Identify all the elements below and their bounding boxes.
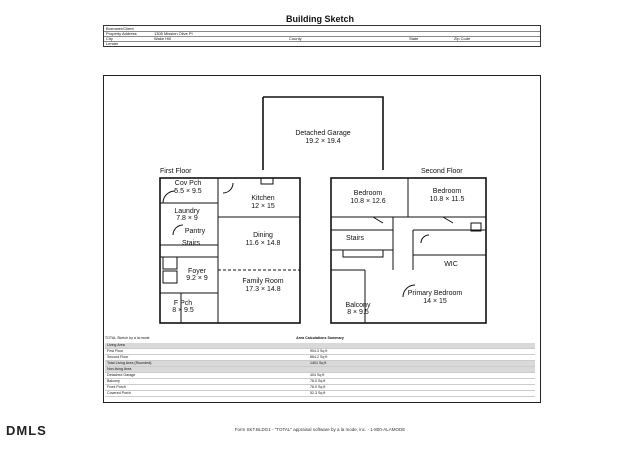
header-label: Lender xyxy=(106,41,119,46)
room-dims: 8 × 9.5 xyxy=(172,307,194,314)
room-dims: 5.5 × 9.5 xyxy=(174,188,202,195)
area-summary-table: TOTAL Sketch by a la mode Area Calculati… xyxy=(105,336,535,398)
room-name: Primary Bedroom xyxy=(408,290,463,297)
summary-row: Non-living Area xyxy=(105,367,535,373)
room-name: Detached Garage xyxy=(295,130,350,137)
summary-value: 864.2 Sq ft xyxy=(310,355,328,359)
summary-row: Balcony 76.0 Sq ft xyxy=(105,379,535,385)
first-floor-label: First Floor xyxy=(160,168,192,175)
header-row-borrower: Borrower/Client xyxy=(104,26,540,32)
summary-row: Covered Porch 52.3 Sq ft xyxy=(105,391,535,397)
room-dims: 10.8 × 12.6 xyxy=(350,198,385,205)
room-name: Dining xyxy=(253,232,273,239)
room-name: F Pch xyxy=(174,300,192,307)
room-name: Family Room xyxy=(242,278,283,285)
room-name: Stairs xyxy=(346,235,364,242)
room-name: Foyer xyxy=(188,268,207,275)
summary-title: Area Calculations Summary xyxy=(296,336,344,340)
room-name: Stairs xyxy=(182,240,200,247)
summary-value: 904.3 Sq ft xyxy=(310,349,328,353)
summary-label: Detached Garage xyxy=(107,373,136,377)
summary-label: Total Living Area (Rounded): xyxy=(107,361,153,365)
header-zip-label: Zip Code xyxy=(454,36,471,41)
floor-plan-drawing: First Floor Second Floor Detached Garage… xyxy=(159,96,487,324)
summary-row: Total Living Area (Rounded): 1401 Sq ft xyxy=(105,361,535,367)
room-dims: 11.6 × 14.8 xyxy=(246,240,281,247)
room-dims: 12 × 15 xyxy=(251,203,275,210)
summary-row: Living Area xyxy=(105,343,535,349)
first-floor-outline xyxy=(159,177,301,324)
subject-header-table: Borrower/Client Property Address 1305 Mi… xyxy=(103,25,541,47)
room-dims: 19.2 × 19.4 xyxy=(305,138,340,145)
room-dims: 17.3 × 14.8 xyxy=(245,286,280,293)
summary-label: Front Porch xyxy=(107,385,126,389)
summary-value: 404 Sq ft xyxy=(310,373,325,377)
room-name: Bedroom xyxy=(433,188,462,195)
room-dims: 10.8 × 11.5 xyxy=(430,196,465,203)
summary-value: 76.0 Sq ft xyxy=(310,379,326,383)
room-dims: 7.8 × 9 xyxy=(176,215,198,222)
summary-label: Living Area xyxy=(107,343,125,347)
header-value: Wake Hill xyxy=(154,36,171,41)
header-county-label: County xyxy=(289,36,302,41)
sketch-note: TOTAL Sketch by a la mode xyxy=(105,336,150,340)
summary-row: First Floor 904.3 Sq ft xyxy=(105,349,535,355)
header-state-label: State xyxy=(409,36,419,41)
room-name: Pantry xyxy=(185,228,206,235)
summary-row: Second Floor 864.2 Sq ft xyxy=(105,355,535,361)
header-row-lender: Lender xyxy=(104,41,540,46)
header-row-city: City Wake Hill County State Zip Code xyxy=(104,36,540,42)
summary-value: 76.0 Sq ft xyxy=(310,385,326,389)
summary-value: 1401 Sq ft xyxy=(310,361,327,365)
summary-label: Covered Porch xyxy=(107,391,131,395)
summary-row: Front Porch 76.0 Sq ft xyxy=(105,385,535,391)
summary-row: Detached Garage 404 Sq ft xyxy=(105,373,535,379)
summary-label: Non-living Area xyxy=(107,367,132,371)
watermark-logo: DMLS xyxy=(6,423,47,438)
sketch-sheet xyxy=(103,75,541,403)
header-label: Property Address xyxy=(106,31,137,36)
room-name: Kitchen xyxy=(251,195,274,202)
room-dims: 8 × 9.5 xyxy=(347,309,369,316)
room-dims: 9.2 × 9 xyxy=(186,275,208,282)
page-title: Building Sketch xyxy=(285,14,354,24)
form-footer: Form SKT.BLDG1 - "TOTAL" appraisal softw… xyxy=(234,427,406,432)
room-name: Laundry xyxy=(174,208,200,215)
summary-label: Second Floor xyxy=(107,355,129,359)
header-label: City xyxy=(106,36,113,41)
room-name: Bedroom xyxy=(354,190,383,197)
header-row-address: Property Address 1305 Mission Olive Pl xyxy=(104,31,540,37)
summary-label: First Floor xyxy=(107,349,124,353)
header-value: 1305 Mission Olive Pl xyxy=(154,31,193,36)
room-name: Balcony xyxy=(346,302,371,309)
room-name: Cov Pch xyxy=(175,180,202,187)
room-name: WIC xyxy=(444,261,458,268)
header-label: Borrower/Client xyxy=(106,26,134,31)
summary-label: Balcony xyxy=(107,379,120,383)
room-dims: 14 × 15 xyxy=(423,298,447,305)
garage-walls xyxy=(262,96,384,170)
second-floor-label: Second Floor xyxy=(421,168,463,175)
summary-value: 52.3 Sq ft xyxy=(310,391,326,395)
